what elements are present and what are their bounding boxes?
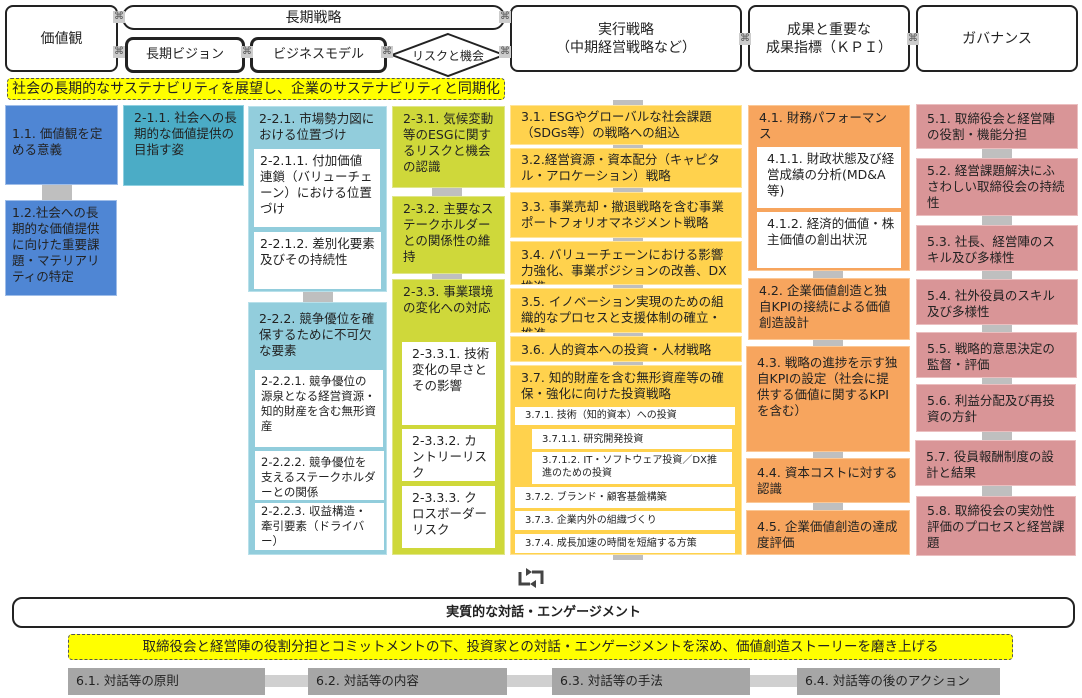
box-5-3: 5.3. 社長、経営陣のスキル及び多様性 <box>916 225 1078 271</box>
box-2-2-2-title: 2-2.2. 競争優位を確保するために不可欠な要素 <box>259 311 375 358</box>
bottom-banner: 取締役会と経営陣の役割分担とコミットメントの下、投資家との対話・エンゲージメント… <box>68 634 1013 660</box>
box-1-2: 1.2.社会への長期的な価値提供に向けた重要課題・マテリアリティの特定 <box>5 200 117 296</box>
box-2-2-1-2: 2-2.1.2. 差別化要素及びその持続性 <box>254 232 381 289</box>
link-icon: ⌘ <box>499 46 511 58</box>
box-5-5: 5.5. 戦略的意思決定の監督・評価 <box>916 332 1077 378</box>
dialogue-6-3: 6.3. 対話等の手法 <box>552 668 750 695</box>
link-icon: ⌘ <box>113 11 125 23</box>
link-icon: ⌘ <box>499 11 511 23</box>
box-2-2-1-1: 2-2.1.1. 付加価値連鎖（バリューチェーン）における位置づけ <box>254 149 380 227</box>
risk-diamond-shape <box>389 32 507 78</box>
box-4-1-title: 4.1. 財務パフォーマンス <box>759 110 887 141</box>
box-2-3-3-title: 2-3.3. 事業環境の変化への対応 <box>403 284 494 315</box>
connector <box>432 186 462 198</box>
box-2-3-3-3: 2-3.3.3. クロスボーダーリスク <box>402 486 495 548</box>
link-icon: ⌘ <box>739 33 751 45</box>
header-governance: ガバナンス <box>916 5 1078 72</box>
box-3-5: 3.5. イノベーション実現のための組織的なプロセスと支援体制の確立・推進 <box>510 288 742 333</box>
box-2-2-2-1: 2-2.2.1. 競争優位の源泉となる経営資源・知的財産を含む無形資産 <box>255 370 383 447</box>
box-5-7: 5.7. 役員報酬制度の設計と結果 <box>915 440 1076 486</box>
box-5-8: 5.8. 取締役会の実効性評価のプロセスと経営課題 <box>916 496 1076 556</box>
box-4-5: 4.5. 企業価値創造の達成度評価 <box>746 510 910 555</box>
box-4-1-1: 4.1.1. 財政状態及び経営成績の分析(MD&A等) <box>757 147 901 208</box>
box-2-2-1-title: 2-2.1. 市場勢力図における位置づけ <box>259 111 375 142</box>
box-2-2-2-3: 2-2.2.3. 収益構造・牽引要素（ドライバー） <box>255 503 384 550</box>
connector <box>303 290 333 304</box>
cycle-arrows-icon <box>518 568 544 588</box>
box-3-7-1: 3.7.1. 技術（知的資本）への投資 <box>515 407 735 425</box>
dialogue-6-2: 6.2. 対話等の内容 <box>308 668 507 695</box>
box-3-6: 3.6. 人的資本への投資・人材戦略 <box>510 336 742 362</box>
box-3-1: 3.1. ESGやグローバルな社会課題（SDGs等）の戦略への組込 <box>510 105 742 145</box>
link-icon: ⌘ <box>907 33 919 45</box>
header-kpi: 成果と重要な 成果指標（ＫＰＩ） <box>748 5 910 72</box>
header-long-term-vision: 長期ビジョン <box>125 37 245 73</box>
box-1-1: 1.1. 価値観を定める意義 <box>5 105 118 185</box>
connector <box>42 185 72 201</box>
box-3-7-title: 3.7. 知的財産を含む無形資産等の確保・強化に向けた投資戦略 <box>521 370 724 401</box>
box-3-4: 3.4. バリューチェーンにおける影響力強化、事業ポジションの改善、DX推進 <box>510 241 742 285</box>
connector <box>432 272 462 280</box>
box-3-7-3: 3.7.3. 企業内外の組織づくり <box>515 511 735 530</box>
box-4-1-2: 4.1.2. 経済的価値・株主価値の創出状況 <box>757 212 901 268</box>
box-5-4: 5.4. 社外役員のスキル及び多様性 <box>916 279 1078 325</box>
box-2-2-2-2: 2-2.2.2. 競争優位を支えるステークホルダーとの関係 <box>255 451 384 500</box>
box-5-6: 5.6. 利益分配及び再投資の方針 <box>916 384 1076 432</box>
box-3-7-4: 3.7.4. 成長加速の時間を短縮する方策 <box>515 534 735 553</box>
header-long-term-strategy: 長期戦略 <box>122 5 505 30</box>
link-icon: ⌘ <box>241 46 253 58</box>
header-risks-opportunities: リスクと機会 <box>411 48 484 63</box>
engagement-box: 実質的な対話・エンゲージメント <box>12 597 1075 628</box>
link-icon: ⌘ <box>113 46 125 58</box>
box-3-7-1-1: 3.7.1.1. 研究開発投資 <box>532 429 732 449</box>
box-2-3-3-2: 2-3.3.2. カントリーリスク <box>402 429 495 481</box>
box-2-3-1: 2-3.1. 気候変動等のESGに関するリスクと機会の認識 <box>392 106 505 188</box>
box-2-3-2: 2-3.2. 主要なステークホルダーとの関係性の維持 <box>392 196 505 274</box>
link-icon: ⌘ <box>381 46 393 58</box>
header-values: 価値観 <box>5 5 118 72</box>
box-2-3-3-1: 2-3.3.1. 技術変化の早さとその影響 <box>402 342 496 425</box>
box-4-3: 4.3. 戦略の進捗を示す独自KPIの設定（社会に提供する価値に関するKPIを含… <box>746 346 910 452</box>
box-3-7-2: 3.7.2. ブランド・顧客基盤構築 <box>515 487 735 508</box>
header-business-model: ビジネスモデル <box>250 37 387 73</box>
header-execution-strategy: 実行戦略 （中期経営戦略など） <box>510 5 742 72</box>
dialogue-6-1: 6.1. 対話等の原則 <box>68 668 265 695</box>
box-4-2: 4.2. 企業価値創造と独自KPIの接続による価値創造設計 <box>748 278 910 340</box>
box-4-4: 4.4. 資本コストに対する認識 <box>746 458 910 503</box>
box-5-2: 5.2. 経営課題解決にふさわしい取締役会の持続性 <box>916 158 1078 216</box>
box-5-1: 5.1. 取締役会と経営陣の役割・機能分担 <box>916 104 1078 149</box>
dialogue-6-4: 6.4. 対話等の後のアクション <box>797 668 1000 695</box>
box-3-2: 3.2.経営資源・資本配分（キャピタル・アロケーション）戦略 <box>510 148 742 188</box>
top-banner: 社会の長期的なサステナビリティを展望し、企業のサステナビリティと同期化 <box>7 78 505 100</box>
box-3-3: 3.3. 事業売却・撤退戦略を含む事業ポートフォリオマネジメント戦略 <box>510 192 742 238</box>
box-2-1-1: 2-1.1. 社会への長期的な価値提供の目指す姿 <box>123 105 244 186</box>
box-3-7-1-2: 3.7.1.2. IT・ソフトウェア投資／DX推進のための投資 <box>532 452 732 484</box>
